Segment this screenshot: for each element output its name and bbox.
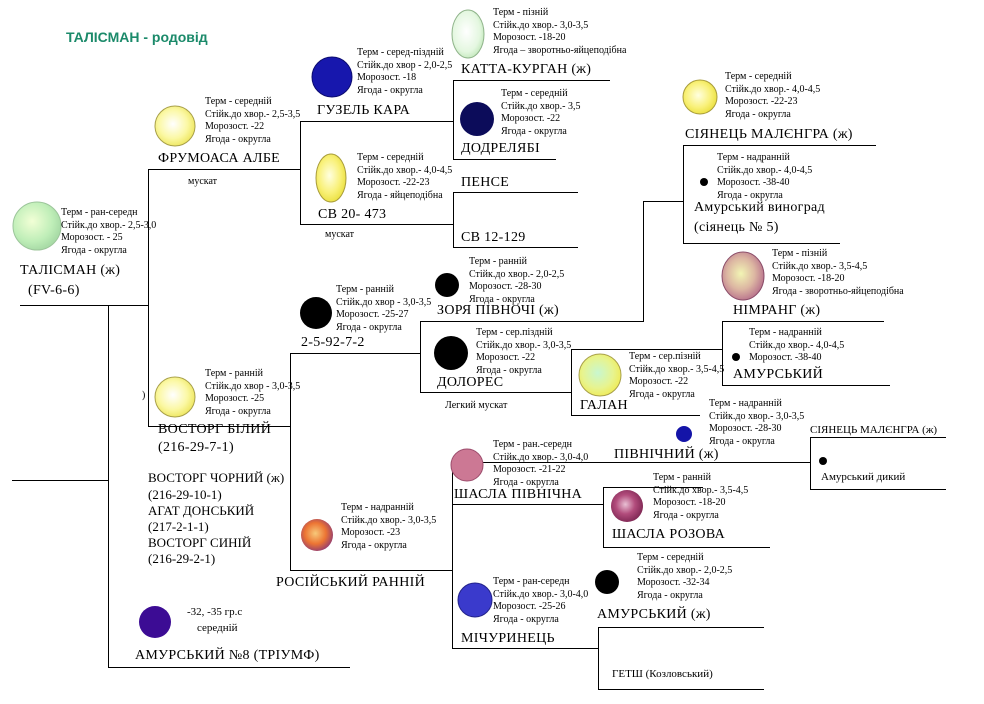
- berry-shasla-pivn-icon: [450, 448, 484, 482]
- variety-amursky1: АМУРСЬКИЙ: [733, 367, 824, 382]
- berry-katta-icon: [451, 9, 485, 59]
- variety-sv20: СВ 20- 473: [318, 207, 387, 222]
- variety-galan: ГАЛАН: [580, 398, 628, 413]
- berry-siyanets1-icon: [682, 79, 718, 115]
- berry-amursky1-icon: [732, 353, 740, 361]
- berry-amur-vynohrad-icon: [700, 178, 708, 186]
- berry-nimrang-icon: [721, 251, 765, 301]
- variety-code25927: 2-5-92-7-2: [301, 335, 365, 350]
- note-muskat-frumoasa: мускат: [188, 176, 218, 187]
- berry-vostorg-bily-icon: [154, 376, 196, 418]
- berry-rossiysky-icon: [301, 519, 333, 551]
- berry-amursky2-icon: [595, 570, 619, 594]
- variety-nimrang: НІМРАНГ (ж): [733, 303, 821, 318]
- variety-talisman: ТАЛІСМАН (ж): [20, 263, 121, 278]
- berry-talisman-icon: [12, 201, 62, 251]
- variety-siyanets2: СІЯНЕЦЬ МАЛЄНГРА (ж): [810, 424, 938, 436]
- page-title: ТАЛІСМАН - родовід: [66, 29, 208, 45]
- berry-dodrelyabi-icon: [460, 102, 494, 136]
- variety-vostorg-siny: ВОСТОРГ СИНІЙ: [148, 535, 252, 550]
- berry-dolores-icon: [434, 336, 468, 370]
- berry-shasla-roz-icon: [611, 490, 643, 522]
- variety-pense: ПЕНСЕ: [461, 175, 510, 190]
- berry-pivnichny-icon: [676, 426, 692, 442]
- berry-guzel-icon: [311, 56, 353, 98]
- variety-sv12: СВ 12-129: [461, 230, 526, 245]
- variety-siyanets1: СІЯНЕЦЬ МАЛЄНГРА (ж): [685, 127, 853, 142]
- berry-galan-icon: [578, 353, 622, 397]
- variety-vostorg-chorny-code: (216-29-10-1): [148, 487, 222, 502]
- variety-amur-vynohrad-note: (сіянець № 5): [694, 220, 779, 235]
- berry-frumoasa-icon: [154, 105, 196, 147]
- variety-dodrelyabi: ДОДРЕЛЯБІ: [461, 141, 540, 156]
- variety-vostorg-bily: ВОСТОРГ БІЛИЙ: [158, 422, 272, 437]
- variety-amur-dyky: Амурський дикий: [821, 471, 906, 483]
- variety-dolores: ДОЛОРЕС: [437, 375, 504, 390]
- variety-amursky2: АМУРСЬКИЙ (ж): [597, 607, 711, 622]
- note-paren: ): [142, 390, 146, 401]
- berry-zorya-icon: [435, 273, 459, 297]
- berry-michurinets-icon: [457, 582, 493, 618]
- variety-shasla-pivn: ШАСЛА ПІВНІЧНА: [454, 487, 583, 502]
- berry-amur-dyky-icon: [819, 457, 827, 465]
- variety-amur-vynohrad: Амурський виноград: [694, 200, 825, 215]
- variety-guzel: ГУЗЕЛЬ КАРА: [317, 103, 411, 118]
- variety-agat: АГАТ ДОНСЬКИЙ: [148, 503, 255, 518]
- berry-sv20-icon: [315, 153, 347, 203]
- note-light-muskat: Легкий мускат: [445, 400, 508, 411]
- amursky8-frost: -32, -35 гр.с: [187, 606, 243, 618]
- variety-zorya: ЗОРЯ ПІВНОЧІ (ж): [437, 303, 559, 318]
- variety-agat-code: (217-2-1-1): [148, 519, 209, 534]
- amursky8-term: середній: [197, 622, 238, 634]
- note-muskat-sv20: мускат: [325, 229, 355, 240]
- variety-vostorg-siny-code: (216-29-2-1): [148, 551, 216, 566]
- variety-getsh: ГЕТШ (Козловський): [612, 668, 713, 680]
- berry-icons: [12, 9, 827, 638]
- variety-vostorg-bily-code: (216-29-7-1): [158, 440, 234, 455]
- variety-katta: КАТТА-КУРГАН (ж): [461, 62, 592, 77]
- variety-michurinets: МІЧУРИНЕЦЬ: [461, 631, 555, 646]
- variety-vostorg-chorny: ВОСТОРГ ЧОРНИЙ (ж): [148, 470, 285, 485]
- berry-code25927-icon: [300, 297, 332, 329]
- variety-amursky8: АМУРСЬКИЙ №8 (ТРІУМФ): [135, 648, 320, 663]
- variety-talisman-code: (FV-6-6): [28, 283, 80, 298]
- variety-pivnichny: ПІВНІЧНИЙ (ж): [614, 447, 719, 462]
- variety-rossiysky: РОСІЙСЬКИЙ РАННІЙ: [276, 575, 425, 590]
- variety-frumoasa: ФРУМОАСА АЛБЕ: [158, 151, 281, 166]
- variety-shasla-roz: ШАСЛА РОЗОВА: [612, 527, 725, 542]
- berry-amursky8-icon: [139, 606, 171, 638]
